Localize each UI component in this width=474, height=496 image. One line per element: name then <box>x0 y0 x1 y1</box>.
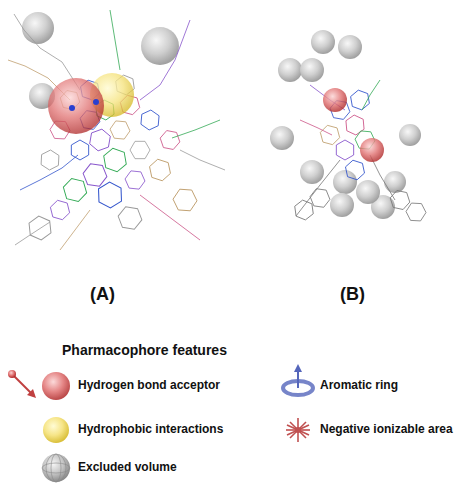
ligand-overlay-part <box>343 159 367 182</box>
excluded-volume-icon <box>42 454 70 482</box>
ligand-overlay-part <box>180 150 225 170</box>
legend-entry: Hydrogen bond acceptor <box>78 379 268 393</box>
excluded-volume-spheres <box>270 30 421 219</box>
aromatic-ring-icon <box>283 364 313 395</box>
feature-spheres-part <box>93 99 99 105</box>
negative-ionizable-icon-part <box>287 425 309 435</box>
legend-entry: Aromatic ring <box>320 379 472 393</box>
hydrogen-bond-acceptor-icon-part <box>42 372 70 400</box>
feature-spheres-part <box>69 105 75 111</box>
ligand-overlay-part <box>318 124 342 146</box>
ligand-overlay-part <box>82 163 109 187</box>
ligand-overlay-part <box>48 199 72 221</box>
ligand-overlay-part <box>110 10 120 70</box>
excluded-volume-icon-part <box>46 454 66 482</box>
ligand-overlay-part <box>137 107 163 133</box>
ligand-overlay-part <box>172 120 220 138</box>
excluded-volume-spheres-part <box>311 30 335 54</box>
aromatic-ring-icon-part <box>294 364 302 372</box>
excluded-volume-icon-part <box>42 454 70 482</box>
panel-label: (B) <box>340 284 420 305</box>
ligand-overlay-part <box>25 214 55 243</box>
hydrophobic-icon-part <box>43 417 69 443</box>
ligand-overlay-part <box>342 113 367 137</box>
feature-spheres <box>323 88 384 162</box>
hydrogen-bond-acceptor-icon <box>8 370 70 400</box>
legend-entry: Hydrophobic interactions <box>78 423 268 437</box>
panel-label: (A) <box>90 284 170 305</box>
ligand-overlay-part <box>296 160 340 216</box>
negative-ionizable-icon <box>286 418 310 442</box>
feature-spheres <box>48 73 134 134</box>
hydrogen-bond-acceptor-icon-part <box>27 389 36 398</box>
ligand-overlay-part <box>67 138 93 163</box>
legend-entry: Negative ionizable area <box>320 423 472 437</box>
ligand-overlay-part <box>130 141 150 158</box>
ligand-overlay-part <box>61 177 89 203</box>
ligand-overlay-part <box>93 179 127 211</box>
ligand-overlay-part <box>140 20 190 100</box>
ligand-overlay-part <box>20 155 78 190</box>
excluded-volume-icon-part <box>51 454 61 482</box>
excluded-volume-spheres-part <box>278 58 302 82</box>
excluded-volume-spheres-part <box>300 58 324 82</box>
ligand-overlay-part <box>348 88 373 111</box>
ligand-overlay-part <box>124 170 146 189</box>
ligand-overlay-part <box>15 222 50 245</box>
excluded-volume-spheres-part <box>300 160 324 184</box>
hydrogen-bond-acceptor-icon-part <box>8 370 16 378</box>
excluded-volume-spheres-part <box>333 170 357 194</box>
ligand-overlay-part <box>172 189 197 211</box>
ligand-overlay-part <box>37 147 63 172</box>
ligand-overlay-part <box>388 189 411 210</box>
negative-ionizable-icon-part <box>290 422 306 438</box>
ligand-overlay-part <box>117 206 144 230</box>
excluded-volume-spheres-part <box>330 193 354 217</box>
ligand-overlay-part <box>159 130 182 151</box>
ligand-overlay <box>8 10 225 250</box>
feature-spheres-part <box>48 78 104 134</box>
excluded-volume-spheres-part <box>270 126 294 150</box>
hydrophobic-icon <box>43 417 69 443</box>
ligand-overlay-part <box>100 146 130 174</box>
ligand-overlay-part <box>109 121 130 140</box>
ligand-overlay-part <box>291 198 316 222</box>
excluded-volume-spheres-part <box>338 35 362 59</box>
excluded-volume-spheres-part <box>141 27 179 65</box>
excluded-volume-spheres-part <box>356 180 380 204</box>
ligand-overlay-part <box>406 203 427 221</box>
feature-spheres-part <box>323 88 347 112</box>
excluded-volume-spheres-part <box>399 124 421 146</box>
excluded-volume-spheres-part <box>384 171 406 193</box>
legend-entry: Excluded volume <box>78 461 268 475</box>
ligand-overlay-part <box>300 120 332 135</box>
excluded-volume-spheres-part <box>22 12 54 44</box>
ligand-overlay-part <box>60 210 90 250</box>
negative-ionizable-icon-part <box>295 427 301 433</box>
legend-heading: Pharmacophore features <box>62 342 322 358</box>
ligand-overlay-part <box>140 195 200 240</box>
feature-spheres-part <box>360 138 384 162</box>
ligand-overlay-part <box>362 80 380 110</box>
ligand-overlay-part <box>14 14 80 90</box>
negative-ionizable-icon-part <box>290 422 306 438</box>
negative-ionizable-icon-part <box>287 425 309 435</box>
ligand-overlay <box>291 80 426 222</box>
ligand-overlay-part <box>147 158 174 183</box>
